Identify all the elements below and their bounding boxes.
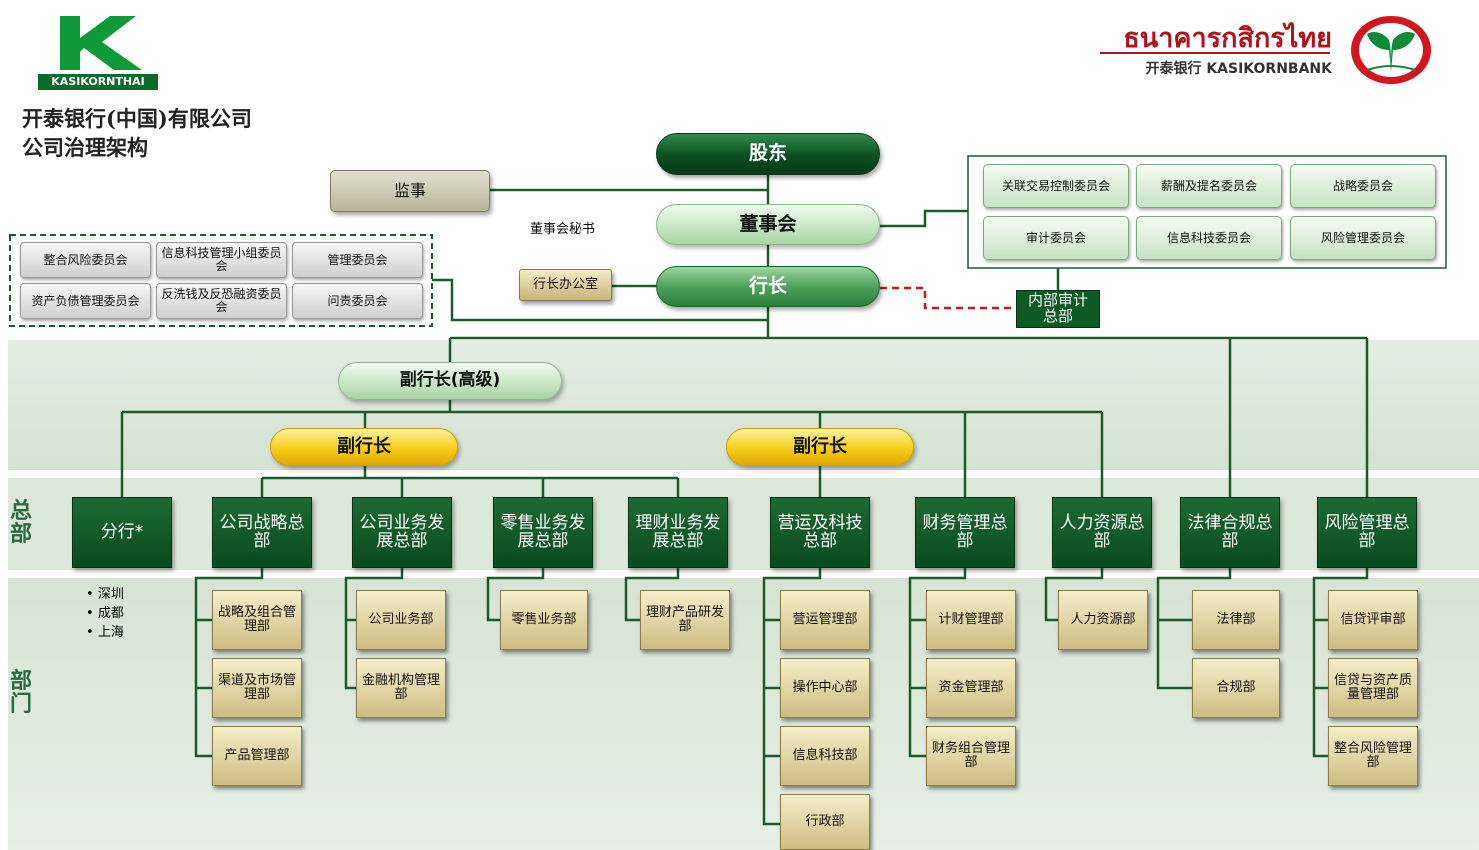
committee-strategy: 战略委员会 — [1290, 164, 1436, 208]
internal-audit-node: 内部审计总部 — [1016, 290, 1100, 328]
hq-branch: 分行* — [72, 497, 172, 568]
committee-risk: 风险管理委员会 — [1290, 216, 1436, 260]
mgmt-committee-management: 管理委员会 — [292, 242, 423, 278]
dept-treasury: 资金管理部 — [926, 658, 1016, 718]
side-label-dept: 部门 — [9, 668, 32, 718]
dept-financial-institutions: 金融机构管理部 — [356, 658, 446, 718]
dept-corporate-business: 公司业务部 — [356, 590, 446, 650]
dept-strategy-portfolio: 战略及组合管理部 — [212, 590, 302, 650]
mgmt-committee-alco: 资产负债管理委员会 — [20, 283, 151, 319]
bank-name-sub: 开泰银行 KASIKORNBANK — [1145, 61, 1332, 77]
dept-human-resources: 人力资源部 — [1058, 590, 1148, 650]
vp-left-node: 副行长 — [270, 428, 458, 466]
board-node: 董事会 — [656, 204, 880, 245]
dept-finance-portfolio: 财务组合管理部 — [926, 726, 1016, 786]
mgmt-committee-aml: 反洗钱及反恐融资委员会 — [156, 283, 287, 319]
president-office-node: 行长办公室 — [519, 269, 612, 301]
hq-retail-business: 零售业务发展总部 — [493, 497, 593, 568]
supervisor-node: 监事 — [330, 170, 490, 212]
page-title-line2: 公司治理架构 — [22, 135, 148, 160]
mgmt-committee-accountability: 问责委员会 — [292, 283, 423, 319]
president-node: 行长 — [656, 266, 880, 307]
bank-name-divider — [1100, 52, 1330, 54]
hq-corporate-business: 公司业务发展总部 — [352, 497, 452, 568]
dept-operations-center: 操作中心部 — [780, 658, 870, 718]
hq-risk-management: 风险管理总部 — [1317, 497, 1417, 568]
committee-remuneration: 薪酬及提名委员会 — [1136, 164, 1282, 208]
dept-channel-marketing: 渠道及市场管理部 — [212, 658, 302, 718]
mgmt-committee-integrated-risk: 整合风险委员会 — [20, 242, 151, 278]
vp-right-node: 副行长 — [726, 428, 914, 466]
logo-text: KASIKORNTHAI — [38, 74, 158, 90]
hq-finance: 财务管理总部 — [915, 497, 1015, 568]
dept-wealth-product: 理财产品研发部 — [640, 590, 730, 650]
dept-legal: 法律部 — [1192, 590, 1280, 650]
dept-it: 信息科技部 — [780, 726, 870, 786]
committee-related-party: 关联交易控制委员会 — [983, 164, 1129, 208]
dept-credit-review: 信贷评审部 — [1328, 590, 1418, 650]
dept-credit-asset-quality: 信贷与资产质量管理部 — [1328, 658, 1418, 718]
hq-wealth-business: 理财业务发展总部 — [628, 497, 728, 568]
dept-planning-finance: 计财管理部 — [926, 590, 1016, 650]
dept-compliance: 合规部 — [1192, 658, 1280, 718]
dept-administration: 行政部 — [780, 794, 870, 850]
side-label-hq: 总部 — [9, 498, 32, 548]
kbank-emblem-icon — [1349, 14, 1433, 86]
branch-city-list: 深圳 成都 上海 — [86, 585, 124, 642]
bank-name-thai: ธนาคารกสิกรไทย — [1123, 23, 1332, 54]
committee-audit: 审计委员会 — [983, 216, 1129, 260]
hq-operations-tech: 营运及科技总部 — [770, 497, 870, 568]
dept-integrated-risk: 整合风险管理部 — [1328, 726, 1418, 786]
hq-legal-compliance: 法律合规总部 — [1180, 497, 1280, 568]
page-title-line1: 开泰银行(中国)有限公司 — [22, 106, 252, 131]
dept-retail-business: 零售业务部 — [500, 590, 588, 650]
kasikornthai-logo: KASIKORNTHAI — [38, 12, 158, 90]
dept-product-management: 产品管理部 — [212, 726, 302, 786]
hq-corporate-strategy: 公司战略总部 — [212, 497, 312, 568]
dept-operations-management: 营运管理部 — [780, 590, 870, 650]
hq-human-resources: 人力资源总部 — [1052, 497, 1152, 568]
branch-city: 上海 — [86, 623, 124, 642]
committee-it: 信息科技委员会 — [1136, 216, 1282, 260]
k-logo-icon — [60, 16, 142, 70]
branch-city: 成都 — [86, 604, 124, 623]
mgmt-committee-it-group: 信息科技管理小组委员会 — [156, 242, 287, 278]
senior-vp-node: 副行长(高级) — [338, 362, 562, 400]
board-secretary-label: 董事会秘书 — [530, 222, 596, 237]
branch-city: 深圳 — [86, 585, 124, 604]
shareholders-node: 股东 — [656, 133, 880, 175]
